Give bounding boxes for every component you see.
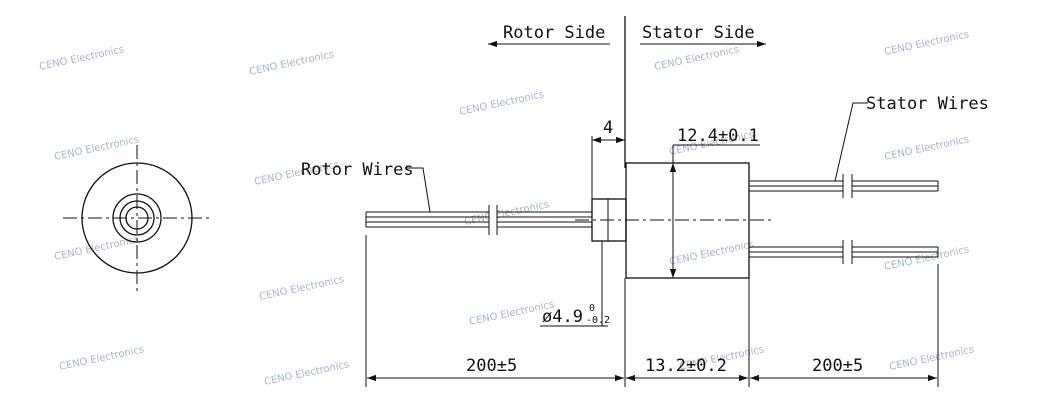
- end-view: [63, 145, 213, 293]
- watermark: CENO Electronics: [53, 234, 140, 263]
- stator-wire-bundles: Stator Wires: [749, 94, 989, 264]
- rotor-side-label: Rotor Side: [503, 23, 605, 43]
- watermark: CENO Electronics: [883, 244, 970, 273]
- rotor-wire-length-value: 200±5: [466, 356, 517, 376]
- slip-ring-body: [591, 162, 750, 279]
- end-view-flange-circle: [112, 193, 162, 243]
- watermark: CENO Electronics: [53, 134, 140, 163]
- stator-wire-length-value: 200±5: [812, 356, 863, 376]
- dim-lengths: 200±5 13.2±0.2 200±5: [365, 235, 939, 387]
- rotor-wires-leader: [405, 167, 431, 213]
- stator-wires-leader: [834, 102, 868, 182]
- watermark: CENO Electronics: [258, 274, 345, 303]
- dim-flange-width: 4: [591, 118, 625, 199]
- rotor-diameter-tol-lower: -0.2: [586, 315, 610, 326]
- watermark: CENO Electronics: [463, 199, 550, 228]
- body-diameter-value: 12.4±0.1: [677, 126, 759, 146]
- watermark: CENO Electronics: [668, 239, 755, 268]
- rotor-flange: [591, 198, 627, 242]
- rotor-wire-bundle: Rotor Wires: [301, 160, 592, 235]
- dim-rotor-diameter: ø4.9 0 -0.2: [540, 241, 610, 327]
- stator-wire-break-gap: [843, 240, 852, 264]
- end-view-outer-circle: [81, 162, 193, 274]
- watermark: CENO Electronics: [38, 44, 125, 73]
- watermark: CENO Electronics: [883, 29, 970, 58]
- rotor-wire-break-gap: [489, 205, 497, 235]
- rotor-diameter-value: ø4.9: [542, 307, 583, 327]
- dim-body-diameter: 12.4±0.1: [669, 126, 760, 278]
- watermark: CENO Electronics: [888, 344, 975, 373]
- body-length-value: 13.2±0.2: [645, 356, 727, 376]
- watermark: CENO Electronics: [248, 49, 335, 78]
- rotor-diameter-tol-upper: 0: [589, 303, 595, 314]
- watermark: CENO Electronics: [458, 89, 545, 118]
- watermark: CENO Electronics: [263, 359, 350, 388]
- watermark: CENO Electronics: [58, 344, 145, 373]
- section-divider: Rotor Side Stator Side: [488, 16, 766, 168]
- watermark: CENO Electronics: [883, 134, 970, 163]
- rotor-wires-label: Rotor Wires: [301, 160, 414, 180]
- end-view-bore-inner: [125, 206, 149, 230]
- flange-width-value: 4: [603, 118, 613, 138]
- end-view-bore-outer: [119, 200, 155, 236]
- watermark-layer: CENO Electronics CENO Electronics CENO E…: [38, 29, 975, 388]
- stator-side-label: Stator Side: [642, 23, 755, 43]
- stator-wires-label: Stator Wires: [866, 94, 989, 114]
- stator-wire-break-gap: [843, 174, 852, 198]
- watermark: CENO Electronics: [653, 44, 740, 73]
